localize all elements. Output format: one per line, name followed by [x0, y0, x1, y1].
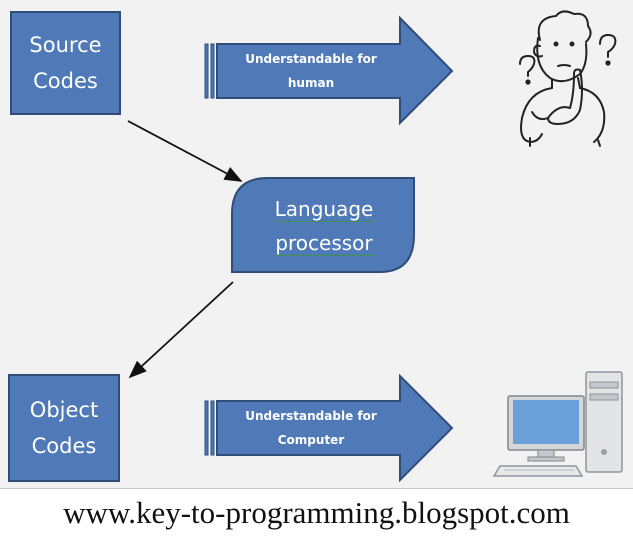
object-codes-line2: Codes [31, 434, 97, 458]
arrow-human-label: Understandable for human [222, 47, 400, 95]
arrow-computer-label: Understandable for Computer [222, 404, 400, 452]
desktop-computer-icon [492, 371, 623, 477]
thinking-person-icon [519, 10, 617, 147]
language-processor-label: Language processor [234, 192, 414, 260]
language-processor-line2: processor [275, 231, 373, 256]
arrow-human-line1: Understandable for [245, 52, 377, 66]
object-codes-box: Object Codes [8, 374, 120, 482]
arrow-computer-line2: Computer [277, 433, 345, 447]
connector-processor-to-object [128, 281, 234, 379]
language-processor-line1: Language [274, 197, 374, 222]
arrow-computer-line1: Understandable for [245, 409, 377, 423]
arrow-understandable-human [204, 15, 454, 126]
language-processor-shape [231, 177, 415, 273]
arrow-understandable-computer [204, 373, 454, 483]
arrow-human-line2: human [287, 76, 335, 90]
source-codes-line2: Codes [33, 69, 98, 93]
source-codes-line1: Source [29, 33, 102, 57]
object-codes-line1: Object [29, 398, 99, 422]
footer-url: www.key-to-programming.blogspot.com [0, 488, 633, 536]
connector-source-to-processor [127, 120, 243, 182]
source-codes-box: Source Codes [10, 11, 121, 115]
